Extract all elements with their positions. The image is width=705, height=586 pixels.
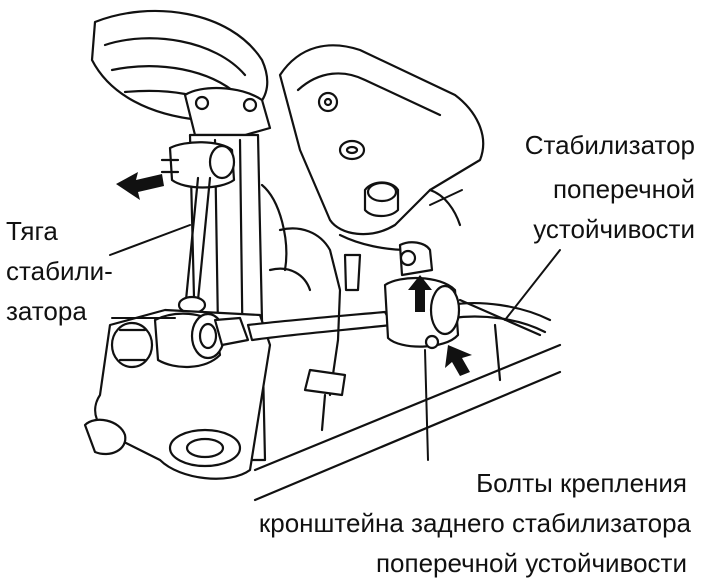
leader-bolts	[424, 349, 429, 461]
frame-rails	[253, 183, 562, 502]
arrow-bracket-bottom	[445, 345, 472, 376]
arrow-bracket-top	[408, 275, 432, 312]
brake-line	[268, 227, 362, 432]
leader-rod	[109, 224, 191, 256]
label-bolts-line2: кронштейна заднего стабилизатора	[258, 508, 691, 538]
arrow-link-bolt	[116, 172, 164, 200]
label-stabilizer-line1: Стабилизатор	[524, 130, 695, 160]
label-stabilizer-line2: поперечной	[552, 174, 695, 204]
body-bracket	[278, 44, 485, 252]
label-rod-line1: Тяга	[6, 216, 58, 246]
label-bolts-line1: Болты крепления	[476, 468, 687, 498]
label-rod-line2: стабили-	[6, 256, 113, 286]
label-bolts-line3: поперечной устойчивости	[375, 548, 687, 578]
label-rod-line3: затора	[6, 296, 87, 326]
lower-arm	[83, 308, 272, 480]
stabilizer-link	[177, 176, 212, 315]
stabilizer-bracket	[383, 241, 461, 350]
leader-stabilizer-upper	[429, 189, 463, 206]
leader-stabilizer-lower	[504, 249, 561, 321]
label-stabilizer-line3: устойчивости	[533, 214, 695, 244]
leader-lines	[109, 189, 561, 461]
